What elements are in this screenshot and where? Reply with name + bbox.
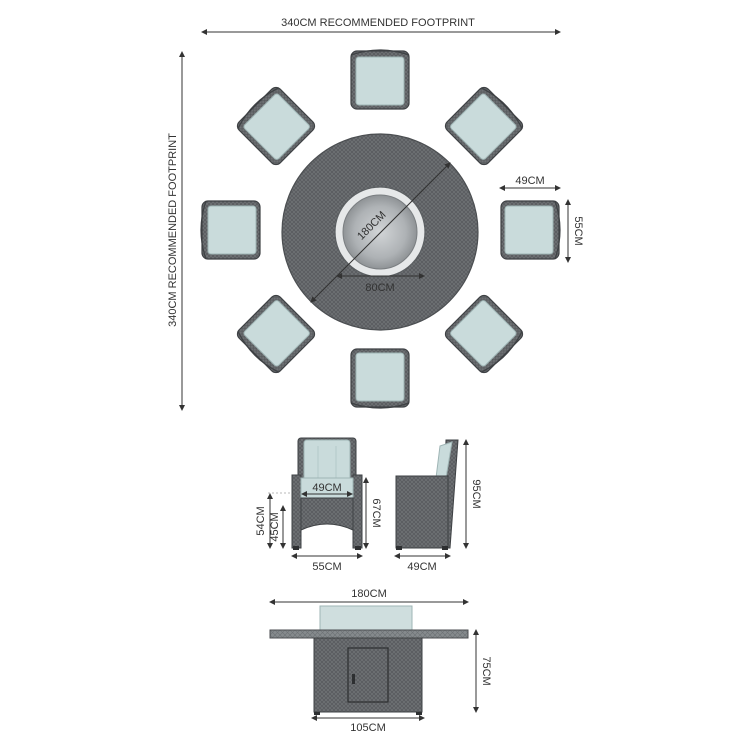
footprint-width-dimension: 340CM RECOMMENDED FOOTPRINT: [201, 17, 561, 35]
chair-side-view: 95CM 49CM: [394, 439, 482, 573]
chair-width-dimension: 49CM: [499, 175, 561, 191]
chair-top-southeast: [442, 292, 527, 377]
seat-width-dimension: 49CM: [301, 482, 353, 497]
fire-glass-guard: [319, 605, 413, 633]
seat-width-label: 49CM: [312, 482, 341, 494]
chair-top-west: [200, 200, 261, 260]
chair-depth-label: 55CM: [572, 216, 584, 245]
arm-height-dimension: 54CM: [255, 492, 292, 549]
chair-top-northeast: [442, 83, 527, 168]
chair-top-northwest: [233, 83, 318, 168]
table-width-dimension: 180CM: [269, 588, 469, 605]
chair-top-north: [350, 49, 410, 110]
chair-depth-dimension: 55CM: [565, 199, 584, 263]
armrest-height-label: 67CM: [370, 498, 382, 527]
burner-diameter-dimension: 80CM: [336, 273, 425, 294]
table-height-dimension: 75CM: [473, 629, 492, 713]
table-top-slab: [269, 629, 469, 639]
footprint-width-label: 340CM RECOMMENDED FOOTPRINT: [281, 17, 475, 29]
side-depth-label: 49CM: [407, 561, 436, 573]
round-table-top: [281, 133, 479, 331]
table-base-width-dimension: 105CM: [311, 715, 425, 734]
table-width-label: 180CM: [351, 588, 386, 600]
seat-height-label: 45CM: [269, 512, 281, 541]
overall-width-label: 55CM: [312, 561, 341, 573]
table-side-view: 180CM 105CM 75CM: [269, 588, 492, 734]
chair-top-south: [350, 348, 410, 409]
fire-burner-glass: [342, 194, 418, 270]
chair-top-southwest: [233, 292, 318, 377]
footprint-height-label: 340CM RECOMMENDED FOOTPRINT: [167, 133, 179, 327]
seat-height-dimension: 45CM: [269, 505, 286, 549]
arm-height-label: 54CM: [255, 506, 267, 535]
chair-front-view: 49CM 55CM 67CM 54CM 45CM: [255, 437, 382, 573]
chair-width-label: 49CM: [515, 175, 544, 187]
armrest-height-dimension: 67CM: [363, 477, 382, 549]
back-cushion: [303, 439, 351, 483]
side-height-label: 95CM: [470, 479, 482, 508]
table-height-label: 75CM: [480, 656, 492, 685]
top-view: 340CM RECOMMENDED FOOTPRINT 340CM RECOMM…: [167, 17, 584, 411]
side-depth-dimension: 49CM: [394, 553, 451, 573]
burner-diameter-label: 80CM: [365, 282, 394, 294]
side-height-dimension: 95CM: [463, 439, 482, 549]
footprint-height-dimension: 340CM RECOMMENDED FOOTPRINT: [167, 51, 185, 411]
overall-width-dimension: 55CM: [291, 553, 363, 573]
table-base-width-label: 105CM: [350, 722, 385, 734]
chair-top-east: [500, 200, 561, 260]
